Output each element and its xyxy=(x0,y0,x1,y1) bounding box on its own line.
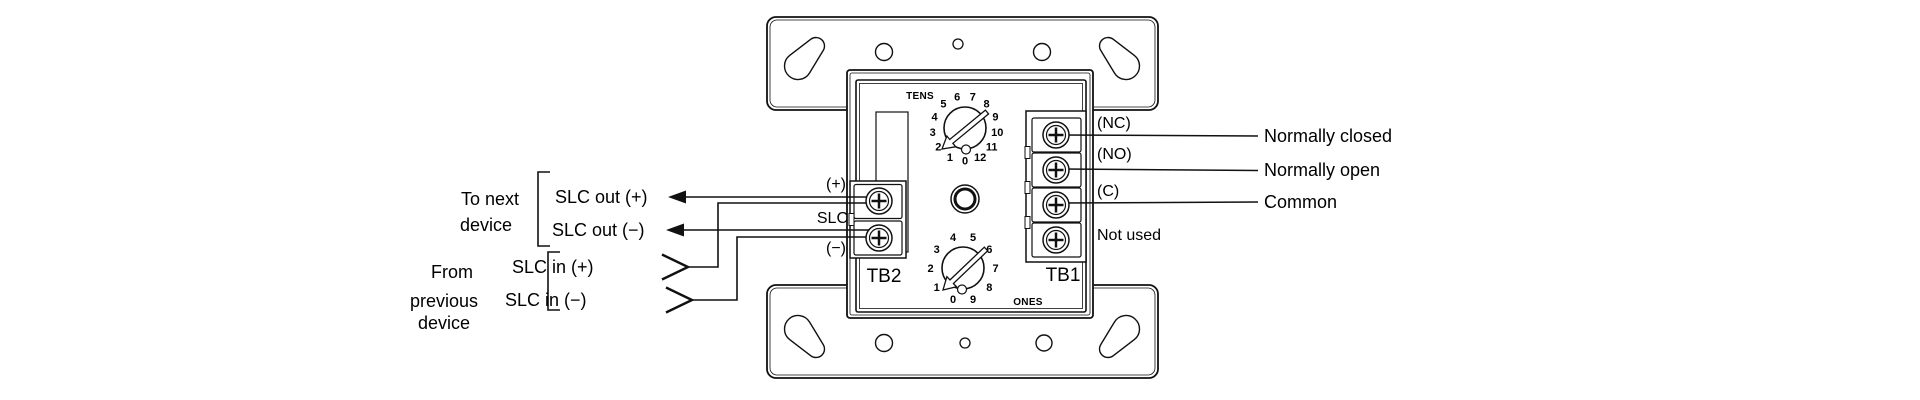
tb1-leader-lines xyxy=(1061,134,1259,204)
ones-knob-notch xyxy=(956,284,968,295)
label-slc-in-minus: SLC in (−) xyxy=(505,290,587,310)
dial-number: 7 xyxy=(992,263,998,275)
terminal-screws xyxy=(865,121,1070,254)
dial-number: 9 xyxy=(970,294,976,306)
screw-head xyxy=(868,190,890,212)
wire-slc-in-minus xyxy=(692,236,871,301)
mounting-hole xyxy=(874,333,894,353)
from-line2: previous xyxy=(410,291,478,311)
keyhole-slot xyxy=(783,36,826,81)
screw-head xyxy=(1045,124,1067,146)
terminal-tab xyxy=(1024,181,1031,194)
screw-head xyxy=(1045,194,1067,216)
to-next-line1: To next xyxy=(461,189,519,209)
dial-number: 5 xyxy=(940,99,946,111)
dial-number: 10 xyxy=(991,127,1003,139)
chevron-in-plus xyxy=(661,253,691,281)
tb1-tag-no: (NO) xyxy=(1097,146,1132,163)
chevron-in-minus xyxy=(665,286,695,314)
small-hole xyxy=(952,38,964,50)
ones-pointer-arrow xyxy=(942,246,989,291)
tb1-not-used-label: Not used xyxy=(1097,227,1161,244)
status-led xyxy=(950,184,980,214)
tb2-name: TB2 xyxy=(867,266,902,287)
tb2-minus-label: (−) xyxy=(826,240,846,257)
label-common: Common xyxy=(1264,192,1337,212)
tb1-name: TB1 xyxy=(1046,265,1081,286)
dial-number: 1 xyxy=(947,152,953,164)
mounting-hole xyxy=(1035,334,1053,352)
to-next-line2: device xyxy=(460,215,512,235)
slc-wiring xyxy=(661,190,871,314)
mounting-hole xyxy=(874,42,894,62)
dial-number: 4 xyxy=(932,112,939,124)
label-slc-in-plus: SLC in (+) xyxy=(512,257,594,277)
tens-label: TENS xyxy=(906,91,934,102)
leader-c xyxy=(1061,201,1259,204)
dial-number: 3 xyxy=(934,244,940,256)
dial-number: 3 xyxy=(930,127,936,139)
dial-number: 1 xyxy=(934,282,940,294)
leader-no xyxy=(1061,168,1259,172)
tens-knob-notch xyxy=(960,144,972,155)
dial-number: 2 xyxy=(935,142,941,154)
dial-number: 12 xyxy=(974,152,986,164)
label-slc-out-plus: SLC out (+) xyxy=(555,187,648,207)
screw-head xyxy=(868,227,890,249)
small-hole xyxy=(959,337,971,349)
dial-number: 8 xyxy=(984,99,990,111)
tens-pointer-arrow xyxy=(940,109,990,150)
tb2-slc-label: SLC xyxy=(817,210,848,227)
from-line3: device xyxy=(418,313,470,333)
dial-number: 6 xyxy=(954,91,960,103)
label-normally-open: Normally open xyxy=(1264,160,1380,180)
dial-number: 11 xyxy=(986,142,998,154)
tb1-tag-nc: (NC) xyxy=(1097,115,1131,132)
keyhole-slot xyxy=(1098,314,1141,359)
dial-number: 7 xyxy=(970,91,976,103)
dial-number: 5 xyxy=(970,232,976,244)
terminal-tab xyxy=(848,213,855,226)
ones-label: ONES xyxy=(1013,297,1043,308)
label-normally-closed: Normally closed xyxy=(1264,126,1392,146)
label-slc-out-minus: SLC out (−) xyxy=(552,220,645,240)
dial-number: 0 xyxy=(962,156,968,168)
from-line1: From xyxy=(431,262,473,282)
keyhole-slot xyxy=(1098,36,1141,81)
keyhole-slot xyxy=(783,314,826,359)
terminal-tab xyxy=(1024,216,1031,229)
dial-number: 0 xyxy=(950,294,956,306)
screw-head xyxy=(1045,159,1067,181)
terminal-tab xyxy=(1024,146,1031,159)
dial-number: 2 xyxy=(927,263,933,275)
dial-number: 9 xyxy=(992,112,998,124)
bracket-from-previous xyxy=(547,251,560,311)
screw-head xyxy=(1045,229,1067,251)
dial-number: 8 xyxy=(986,282,992,294)
leader-nc xyxy=(1061,134,1259,137)
arrowhead-out-minus xyxy=(666,223,684,237)
wire-slc-in-plus xyxy=(688,202,870,268)
dial-number: 4 xyxy=(950,232,957,244)
mounting-hole xyxy=(1032,42,1052,62)
tb1-tag-c: (C) xyxy=(1097,183,1119,200)
arrowhead-out-plus xyxy=(668,190,686,204)
tb2-plus-label: (+) xyxy=(826,176,846,193)
bracket-to-next xyxy=(537,171,550,247)
dial-number: 6 xyxy=(986,244,992,256)
